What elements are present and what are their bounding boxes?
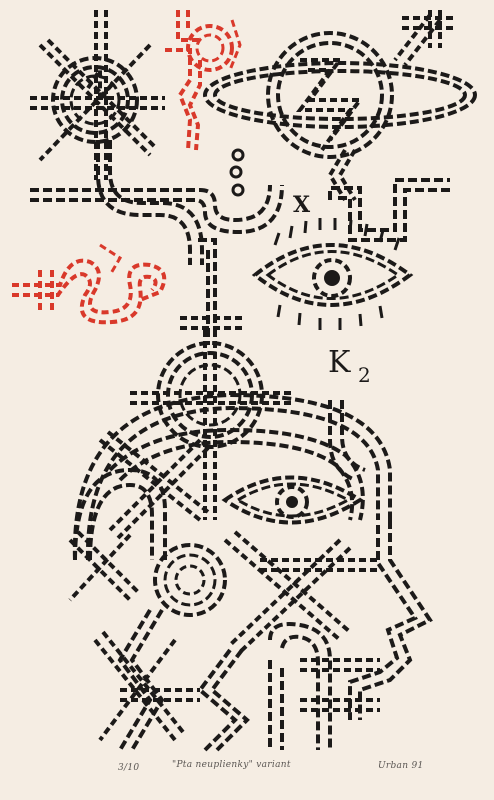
letter-x: X (293, 192, 311, 218)
edition-number: 3/10 (118, 763, 140, 773)
lower-eye-pupil (286, 496, 298, 508)
artist-signature: Urban 91 (378, 761, 424, 771)
winding-channel (30, 140, 284, 345)
red-knot (12, 243, 167, 325)
planet-symbol (203, 10, 477, 202)
zigzag-stair (328, 178, 450, 242)
letter-k-subscript: 2 (358, 363, 371, 387)
red-figure-top (165, 10, 242, 151)
letter-k: K (328, 345, 351, 380)
sun-symbol (30, 10, 165, 180)
head-profile (68, 330, 433, 752)
dot-column (229, 148, 245, 197)
eye-symbol (251, 218, 414, 330)
print-title: "Pta neuplienky" variant (172, 760, 291, 770)
eye-pupil (324, 270, 340, 286)
